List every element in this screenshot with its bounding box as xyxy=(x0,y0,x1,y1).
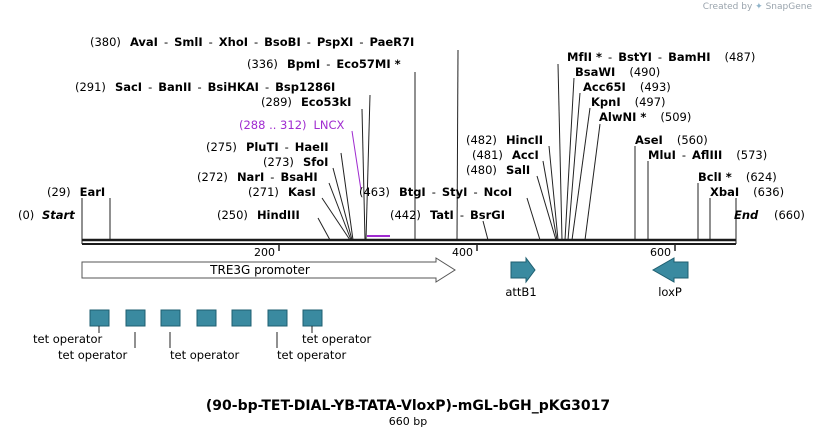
leader-avaI xyxy=(456,49,459,241)
leader-hindIII xyxy=(317,217,331,241)
site-avaI-group[interactable]: (380)AvaI-SmlI-XhoI-BsoBI-PspXI-PaeR7I xyxy=(90,35,414,49)
ruler-label-600: 600 xyxy=(650,246,671,259)
tet-operator-label-1: tet operator xyxy=(33,332,102,346)
site-earI[interactable]: (29)EarI xyxy=(47,185,105,199)
site-sfoI[interactable]: (273)SfoI xyxy=(263,155,328,169)
feature-attB1[interactable]: attB1 xyxy=(505,256,537,299)
site-pluTI-haeII[interactable]: (275)PluTI-HaeII xyxy=(206,140,329,154)
site-eco53kI[interactable]: (289)Eco53kI xyxy=(261,95,351,109)
leader-hincII xyxy=(548,145,559,241)
leader-acc65I xyxy=(567,92,581,241)
tet-operator-box-7[interactable] xyxy=(302,309,323,327)
leader-pluTI xyxy=(340,152,354,241)
ruler: 200 400 600 xyxy=(254,244,676,259)
sequence-backbone xyxy=(81,198,737,245)
leader-narI xyxy=(328,182,352,241)
tet-operator-label-3: tet operator xyxy=(170,348,239,362)
feature-tre3g-promoter[interactable]: TRE3G promoter xyxy=(81,257,456,283)
site-narI-bsaHI[interactable]: (272)NarI-BsaHI xyxy=(197,170,318,184)
tet-operator-box-3[interactable] xyxy=(160,309,181,327)
tet-operator-box-6[interactable] xyxy=(267,309,288,327)
site-xbaI[interactable]: XbaI(636) xyxy=(710,185,784,199)
end-label: End xyxy=(734,208,759,222)
tet-operator-box-4[interactable] xyxy=(196,309,217,327)
plasmid-title: (90-bp-TET-DIAL-YB-TATA-VloxP)-mGL-bGH_p… xyxy=(206,398,610,414)
ruler-label-200: 200 xyxy=(254,246,275,259)
tet-operator-label-5: tet operator xyxy=(302,332,371,346)
site-mluI-aflIII[interactable]: MluI-AflIII(573) xyxy=(648,148,767,162)
tet-operator-box-5[interactable] xyxy=(231,309,252,327)
leader-mfII xyxy=(557,63,563,241)
leader-bsaWI xyxy=(564,77,575,241)
feature-attB1-label: attB1 xyxy=(505,285,536,299)
tet-operators: tet operator tet operator tet operator t… xyxy=(33,309,371,362)
site-hincII[interactable]: (482)HincII xyxy=(466,133,543,147)
leader-alwNI xyxy=(584,123,601,241)
snapgene-logo-icon: ✦ xyxy=(755,2,763,12)
feature-tre3g-promoter-label: TRE3G promoter xyxy=(209,263,310,277)
site-btgI-styI-ncoI[interactable]: (463)BtgI-StyI-NcoI xyxy=(359,185,512,199)
feature-loxP[interactable]: loxP xyxy=(651,257,689,299)
site-bpmI-eco57MI[interactable]: (336)BpmI-Eco57MI * xyxy=(247,57,401,71)
start-position: (0) xyxy=(18,208,34,222)
snapgene-watermark: Created by ✦ SnapGene xyxy=(703,2,812,12)
watermark-brand: SnapGene xyxy=(765,2,812,12)
site-bsaWI[interactable]: BsaWI(490) xyxy=(575,65,660,79)
site-bclI[interactable]: BclI *(624) xyxy=(698,170,777,184)
plasmid-length: 660 bp xyxy=(389,415,427,428)
site-kasI[interactable]: (271)KasI xyxy=(248,185,316,199)
start-label: Start xyxy=(42,208,75,222)
leader-sacI xyxy=(365,94,371,241)
tet-operator-box-1[interactable] xyxy=(89,309,110,327)
leader-salI xyxy=(536,175,557,241)
site-kpnI[interactable]: KpnI(497) xyxy=(591,95,666,109)
site-accI[interactable]: (481)AccI xyxy=(472,148,539,162)
leader-sfoI xyxy=(332,167,353,241)
feature-loxP-label: loxP xyxy=(658,285,682,299)
site-sacI-group[interactable]: (291)SacI-BanII-BsiHKAI-Bsp1286I xyxy=(75,80,335,94)
leader-eco53kI xyxy=(361,108,366,241)
site-salI[interactable]: (480)SalI xyxy=(466,163,530,177)
site-leader-lines xyxy=(109,49,711,241)
ruler-label-400: 400 xyxy=(452,246,473,259)
watermark-text: Created by xyxy=(702,2,753,12)
site-acc65I[interactable]: Acc65I(493) xyxy=(583,80,671,94)
site-mfII-bstYI-bamHI[interactable]: MfII *-BstYI-BamHI(487) xyxy=(567,50,755,64)
site-alwNI[interactable]: AlwNI *(509) xyxy=(599,110,691,124)
leader-btgI xyxy=(526,197,541,241)
leader-kasI xyxy=(321,197,351,241)
end-position: (660) xyxy=(774,208,805,222)
tet-operator-label-4: tet operator xyxy=(277,348,346,362)
site-aseI[interactable]: AseI(560) xyxy=(635,133,708,147)
leader-tatI xyxy=(482,220,489,241)
site-hindIII[interactable]: (250)HindIII xyxy=(217,208,300,222)
tet-operator-label-2: tet operator xyxy=(58,348,127,362)
feature-lncx-label[interactable]: (288 .. 312)LNCX xyxy=(239,118,345,132)
leader-accI xyxy=(542,160,558,241)
site-tatI-bsrGI[interactable]: (442)TatI-BsrGI xyxy=(390,208,505,222)
leader-kpnI xyxy=(571,107,591,241)
leader-lncx xyxy=(351,130,362,191)
tet-operator-box-2[interactable] xyxy=(125,309,146,327)
